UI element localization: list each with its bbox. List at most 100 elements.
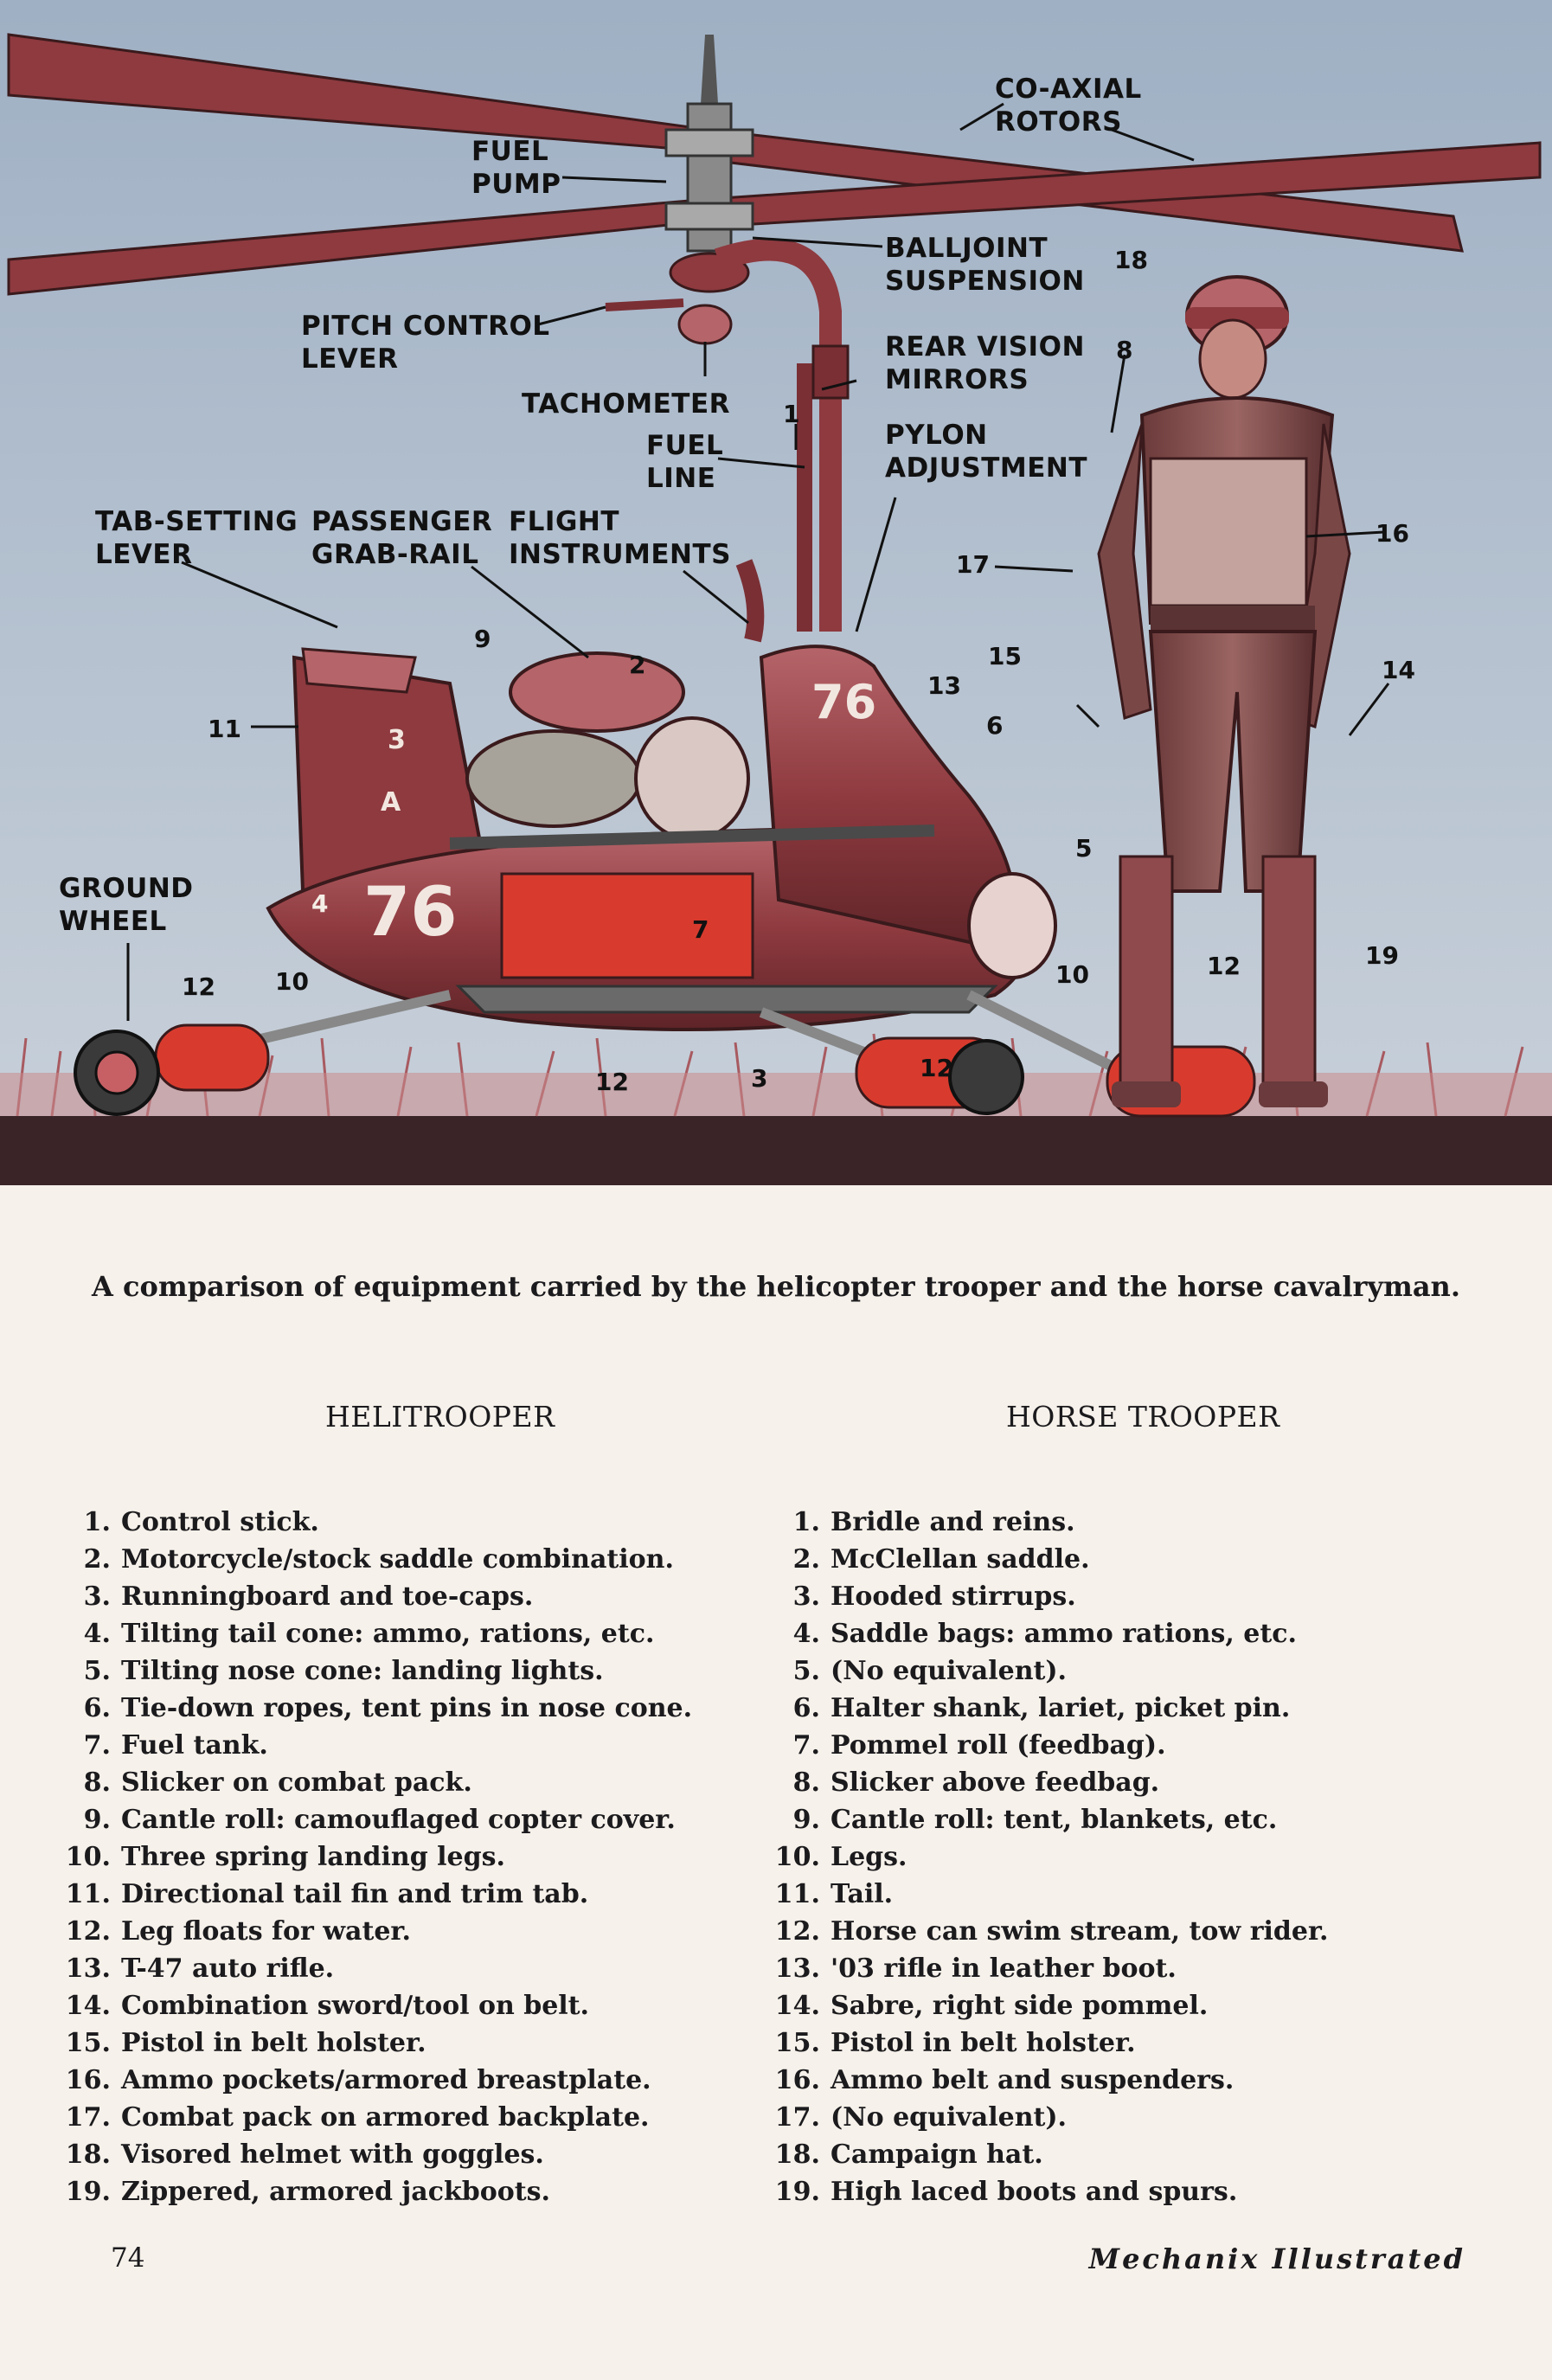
item-text: Visored helmet with goggles. <box>121 2139 544 2170</box>
list-item: 8.Slicker above feedbag. <box>770 1764 1328 1801</box>
helitrooper-list: 1.Control stick.2.Motorcycle/stock saddl… <box>61 1504 692 2210</box>
item-number: 7. <box>770 1727 820 1764</box>
item-number: 19. <box>61 2173 111 2210</box>
item-number: 2. <box>770 1541 820 1578</box>
item-text: T-47 auto rifle. <box>121 1953 334 1984</box>
item-text: Slicker on combat pack. <box>121 1767 472 1798</box>
list-item: 12.Leg floats for water. <box>61 1913 692 1950</box>
item-text: Cantle roll: camouflaged copter cover. <box>121 1805 676 1835</box>
item-text: High laced boots and spurs. <box>831 2177 1237 2207</box>
item-number: 16. <box>61 2062 111 2099</box>
helitrooper-heading: HELITROOPER <box>325 1400 555 1434</box>
callout-12b: 12 <box>595 1068 629 1096</box>
item-text: Saddle bags: ammo rations, etc. <box>831 1619 1297 1649</box>
list-item: 10. Legs. <box>770 1838 1328 1876</box>
callout-9: 9 <box>474 625 491 653</box>
callout-16: 16 <box>1376 519 1409 548</box>
label-fuel-line: FUEL LINE <box>646 429 723 495</box>
label-balljoint-suspension: BALLJOINT SUSPENSION <box>885 232 1085 298</box>
item-number: 4. <box>770 1615 820 1652</box>
item-text: Bridle and reins. <box>831 1507 1075 1537</box>
list-item: 14.Combination sword/tool on belt. <box>61 1987 692 2024</box>
list-item: 17.(No equivalent). <box>770 2099 1328 2136</box>
callout-13: 13 <box>927 671 961 700</box>
item-text: Runningboard and toe-caps. <box>121 1581 533 1612</box>
label-fuel-pump: FUEL PUMP <box>471 135 561 201</box>
callout-17: 17 <box>956 550 990 579</box>
list-item: 1. Bridle and reins. <box>770 1504 1328 1541</box>
list-item: 16. Ammo belt and suspenders. <box>770 2062 1328 2099</box>
callout-14: 14 <box>1382 656 1415 684</box>
list-item: 4.Tilting tail cone: ammo, rations, etc. <box>61 1615 692 1652</box>
callout-10a: 10 <box>275 967 309 996</box>
label-flight-instruments: FLIGHT INSTRUMENTS <box>509 505 731 571</box>
callout-15: 15 <box>988 642 1022 670</box>
item-text: Ammo pockets/armored breastplate. <box>121 2065 651 2095</box>
item-number: 3. <box>61 1578 111 1615</box>
item-number: 11. <box>770 1876 820 1913</box>
item-text: Pistol in belt holster. <box>831 2028 1136 2058</box>
label-ground-wheel: GROUND WHEEL <box>59 872 194 938</box>
list-item: 15.Pistol in belt holster. <box>770 2024 1328 2062</box>
list-item: 6.Tie-down ropes, tent pins in nose cone… <box>61 1690 692 1727</box>
item-number: 11. <box>61 1876 111 1913</box>
callout-1: 1 <box>783 400 799 428</box>
list-item: 5. Tilting nose cone: landing lights. <box>61 1652 692 1690</box>
list-item: 9.Cantle roll: tent, blankets, etc. <box>770 1801 1328 1838</box>
label-tab-setting-lever: TAB-SETTING LEVER <box>95 505 298 571</box>
ground-strip <box>0 1116 1552 1185</box>
horse-trooper-list: 1.Bridle and reins.2.McClellan saddle.3.… <box>770 1504 1328 2210</box>
item-number: 10. <box>770 1838 820 1876</box>
item-number: 5. <box>61 1652 111 1690</box>
list-item: 11.Tail. <box>770 1876 1328 1913</box>
fin-insignia-bottom: A <box>381 787 401 818</box>
body-marking-number: 76 <box>363 874 458 952</box>
label-passenger-grab-rail: PASSENGER GRAB-RAIL <box>311 505 492 571</box>
item-text: Three spring landing legs. <box>121 1842 505 1872</box>
item-number: 12. <box>770 1913 820 1950</box>
item-number: 8. <box>770 1764 820 1801</box>
callout-10b: 10 <box>1055 960 1089 989</box>
callout-12c: 12 <box>1207 952 1241 980</box>
item-number: 16. <box>770 2062 820 2099</box>
item-text: Combination sword/tool on belt. <box>121 1991 589 2021</box>
list-item: 17.Combat pack on armored backplate. <box>61 2099 692 2136</box>
helicopter-illustration <box>0 0 1552 1185</box>
item-text: Ammo belt and suspenders. <box>831 2065 1234 2095</box>
list-item: 13. T-47 auto rifle. <box>61 1950 692 1987</box>
item-number: 13. <box>61 1950 111 1987</box>
page-number: 74 <box>111 2242 144 2274</box>
list-item: 19.High laced boots and spurs. <box>770 2173 1328 2210</box>
item-text: Halter shank, lariet, picket pin. <box>831 1693 1290 1723</box>
item-text: Pommel roll (feedbag). <box>831 1730 1166 1761</box>
callout-18: 18 <box>1114 246 1148 274</box>
item-number: 4. <box>61 1615 111 1652</box>
item-number: 10. <box>61 1838 111 1876</box>
callout-8: 8 <box>1116 336 1132 364</box>
item-text: Combat pack on armored backplate. <box>121 2102 650 2133</box>
list-item: 10. Three spring landing legs. <box>61 1838 692 1876</box>
list-item: 8.Slicker on combat pack. <box>61 1764 692 1801</box>
list-item: 6. Halter shank, lariet, picket pin. <box>770 1690 1328 1727</box>
callout-4: 4 <box>311 889 328 918</box>
item-text: Horse can swim stream, tow rider. <box>831 1916 1328 1947</box>
item-number: 6. <box>770 1690 820 1727</box>
label-rear-vision-mirrors: REAR VISION MIRRORS <box>885 330 1085 396</box>
item-number: 2. <box>61 1541 111 1578</box>
figure-caption: A comparison of equipment carried by the… <box>0 1270 1552 1303</box>
item-text: Cantle roll: tent, blankets, etc. <box>831 1805 1277 1835</box>
item-number: 1. <box>61 1504 111 1541</box>
list-item: 15.Pistol in belt holster. <box>61 2024 692 2062</box>
item-text: Sabre, right side pommel. <box>831 1991 1208 2021</box>
item-text: Tilting nose cone: landing lights. <box>121 1656 604 1686</box>
item-text: Control stick. <box>121 1507 319 1537</box>
callout-19: 19 <box>1365 941 1399 970</box>
list-item: 19.Zippered, armored jackboots. <box>61 2173 692 2210</box>
label-coaxial-rotors: CO-AXIAL ROTORS <box>995 73 1142 138</box>
list-item: 1. Control stick. <box>61 1504 692 1541</box>
item-number: 12. <box>61 1913 111 1950</box>
item-number: 13. <box>770 1950 820 1987</box>
item-text: Legs. <box>831 1842 907 1872</box>
label-pylon-adjustment: PYLON ADJUSTMENT <box>885 419 1087 484</box>
item-number: 1. <box>770 1504 820 1541</box>
